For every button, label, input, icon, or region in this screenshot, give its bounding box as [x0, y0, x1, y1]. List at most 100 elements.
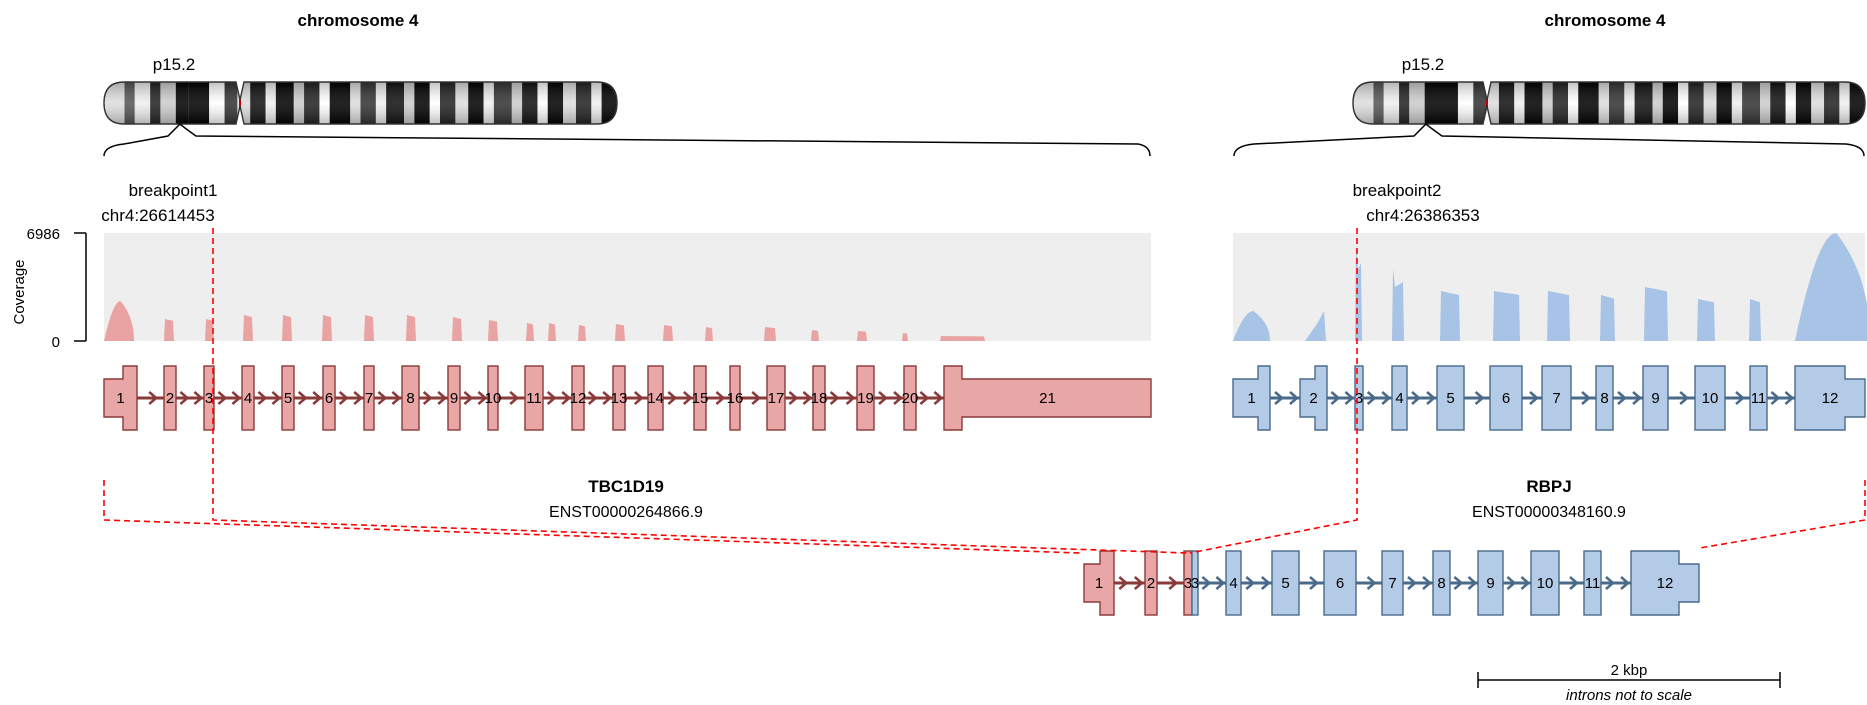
scale-bar: 2 kbp introns not to scale — [1477, 662, 1781, 704]
tbc1d19-exon-17: 17 — [766, 365, 786, 431]
tbc1d19-exon-label: 7 — [365, 390, 373, 407]
tbc1d19-exon-label: 21 — [1039, 390, 1056, 407]
breakpoint2-label: breakpoint2 — [1353, 181, 1442, 200]
coverage-axis-label: Coverage — [11, 259, 28, 324]
fusion-exon-10: 10 — [1530, 550, 1560, 616]
rbpj-exon-3: 3 — [1354, 365, 1364, 431]
fusion-exon-3: 3 — [1191, 550, 1199, 616]
fusion-exon-5: 5 — [1271, 550, 1300, 616]
tbc1d19-exon-4: 4 — [241, 365, 255, 431]
rbpj-exon-label: 11 — [1751, 390, 1767, 407]
chromosome-ideogram-right — [1352, 81, 1866, 125]
coverage-min-label: 0 — [52, 334, 60, 351]
tbc1d19-exon-15: 15 — [692, 365, 708, 431]
fusion-exon-label: 7 — [1388, 575, 1396, 592]
breakpoint1-coord: chr4:26614453 — [101, 206, 214, 225]
fusion-exon-label: 9 — [1486, 575, 1494, 592]
coverage-track-left — [104, 301, 985, 341]
tbc1d19-exon-label: 9 — [450, 390, 458, 407]
rbpj-exon-5: 5 — [1436, 365, 1465, 431]
tbc1d19-exon-12: 12 — [570, 365, 587, 431]
tbc1d19-exon-label: 20 — [902, 390, 919, 407]
breakpoint1-label: breakpoint1 — [129, 181, 218, 200]
tbc1d19-exon-label: 12 — [570, 390, 587, 407]
fusion-exon-2: 2 — [1144, 550, 1158, 616]
tbc1d19-exon-label: 11 — [526, 390, 542, 407]
tbc1d19-exon-label: 14 — [647, 390, 664, 407]
tbc1d19-exon-2: 2 — [163, 365, 177, 431]
tbc1d19-exon-21: 21 — [943, 365, 1152, 431]
rbpj-exon-11: 11 — [1749, 365, 1768, 431]
fusion-exon-label: 3 — [1184, 575, 1192, 592]
rbpj-exon-label: 1 — [1247, 390, 1255, 407]
fusion-exon-8: 8 — [1432, 550, 1451, 616]
tbc1d19-exon-label: 8 — [406, 390, 414, 407]
rbpj-exon-label: 8 — [1600, 390, 1608, 407]
fusion-exon-label: 11 — [1585, 575, 1601, 592]
tbc1d19-exon-14: 14 — [647, 365, 664, 431]
coverage-max-label: 6986 — [27, 226, 60, 243]
tbc1d19-exon-label: 1 — [116, 390, 124, 407]
rbpj-exon-8: 8 — [1595, 365, 1614, 431]
rbpj-exon-2: 2 — [1299, 365, 1328, 431]
rbpj-exon-7: 7 — [1541, 365, 1572, 431]
tbc1d19-exon-3: 3 — [203, 365, 215, 431]
tbc1d19-exon-7: 7 — [363, 365, 375, 431]
gene-name-left: TBC1D19 — [588, 477, 664, 496]
left-transcript-start-line — [103, 480, 1081, 554]
tbc1d19-exon-label: 3 — [205, 390, 213, 407]
fusion-exon-label: 2 — [1147, 575, 1155, 592]
tbc1d19-exon-label: 17 — [768, 390, 785, 407]
rbpj-exon-9: 9 — [1642, 365, 1669, 431]
zoom-bracket-right — [1233, 122, 1865, 157]
fusion-exon-label: 6 — [1336, 575, 1344, 592]
coverage-track-right — [1233, 233, 1867, 341]
tbc1d19-exon-1: 1 — [103, 365, 138, 431]
tbc1d19-exon-19: 19 — [856, 365, 875, 431]
tbc1d19-exon-6: 6 — [322, 365, 336, 431]
fusion-exon-7: 7 — [1381, 550, 1404, 616]
fusion-exon-11: 11 — [1583, 550, 1602, 616]
tbc1d19-exon-label: 18 — [811, 390, 828, 407]
tbc1d19-exon-18: 18 — [811, 365, 828, 431]
transcript-id-right: ENST00000348160.9 — [1472, 504, 1626, 521]
fusion-exon-9: 9 — [1477, 550, 1504, 616]
tbc1d19-exon-label: 5 — [284, 390, 292, 407]
fusion-exon-label: 4 — [1229, 575, 1237, 592]
chromosome-title-right: chromosome 4 — [1545, 11, 1666, 30]
tbc1d19-exon-label: 2 — [166, 390, 174, 407]
chromosome-ideogram-left — [103, 81, 618, 125]
breakpoint2-coord: chr4:26386353 — [1366, 206, 1479, 225]
tbc1d19-exon-10: 10 — [485, 365, 502, 431]
rbpj-exon-12: 12 — [1794, 365, 1866, 431]
rbpj-exon-label: 12 — [1822, 390, 1839, 407]
tbc1d19-exon-label: 10 — [485, 390, 502, 407]
gene-name-right: RBPJ — [1526, 477, 1571, 496]
fusion-exon-6: 6 — [1323, 550, 1357, 616]
fusion-exon-label: 1 — [1095, 575, 1103, 592]
rbpj-exon-label: 3 — [1355, 390, 1363, 407]
fusion-exon-label: 3 — [1191, 575, 1199, 592]
rbpj-exon-label: 10 — [1702, 390, 1719, 407]
rbpj-exon-4: 4 — [1391, 365, 1408, 431]
rbpj-exon-label: 7 — [1552, 390, 1560, 407]
coverage-axis: 6986 0 Coverage — [11, 226, 87, 351]
fusion-exon-12: 12 — [1630, 550, 1700, 616]
tbc1d19-exon-11: 11 — [524, 365, 544, 431]
tbc1d19-exon-9: 9 — [447, 365, 461, 431]
coverage-background-left — [104, 233, 1151, 341]
tbc1d19-exon-label: 16 — [727, 390, 744, 407]
breakpoint-lines — [103, 228, 1866, 554]
chromosome-title-left: chromosome 4 — [298, 11, 419, 30]
scale-bar-label: 2 kbp — [1611, 662, 1648, 679]
rbpj-exon-10: 10 — [1694, 365, 1726, 431]
rbpj-exon-1: 1 — [1232, 365, 1271, 431]
tbc1d19-exon-label: 6 — [325, 390, 333, 407]
rbpj-exon-label: 2 — [1309, 390, 1317, 407]
rbpj-exon-6: 6 — [1489, 365, 1523, 431]
band-label-right: p15.2 — [1402, 55, 1445, 74]
